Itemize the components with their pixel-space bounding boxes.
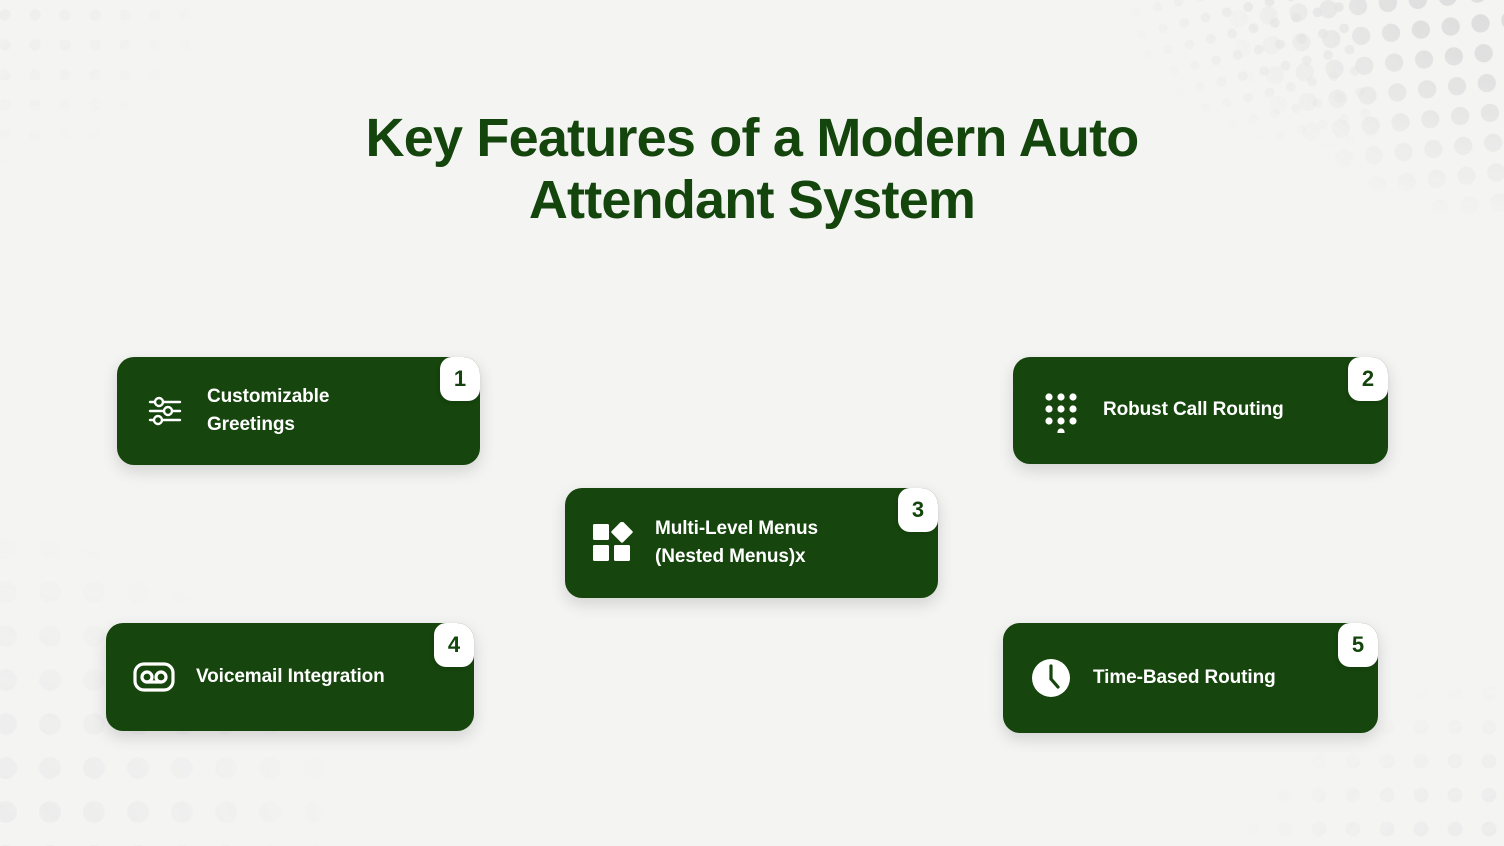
page-title-line-1: Key Features of a Modern Auto (365, 108, 1140, 168)
page-title-line-2: Attendant System (528, 169, 976, 230)
feature-card-time-based-routing[interactable]: Time-Based Routing 5 (1003, 623, 1378, 733)
voicemail-icon (132, 655, 176, 699)
feature-card-label: Voicemail Integration (196, 665, 385, 687)
feature-card-label: Multi-Level Menus (Nested Menus)x (655, 517, 818, 567)
feature-card-voicemail-integration[interactable]: Voicemail Integration 4 (106, 623, 474, 731)
grid-diamond-icon (591, 521, 635, 565)
feature-card-label: Customizable Greetings (207, 385, 330, 435)
feature-card-multi-level-menus[interactable]: Multi-Level Menus (Nested Menus)x 3 (565, 488, 938, 598)
feature-card-label: Robust Call Routing (1103, 399, 1284, 421)
card-number-badge: 3 (898, 488, 938, 532)
card-number-badge: 5 (1338, 623, 1378, 667)
feature-card-customizable-greetings[interactable]: Customizable Greetings 1 (117, 357, 480, 465)
card-number-badge: 1 (440, 357, 480, 401)
clock-icon (1029, 656, 1073, 700)
feature-card-robust-call-routing[interactable]: Robust Call Routing 2 (1013, 357, 1388, 464)
dialpad-icon (1039, 389, 1083, 433)
card-number-badge: 4 (434, 623, 474, 667)
sliders-icon (143, 389, 187, 433)
card-number-badge: 2 (1348, 357, 1388, 401)
feature-card-label: Time-Based Routing (1093, 666, 1276, 688)
page-title: Key Features of a Modern Auto Attendant … (0, 108, 1504, 231)
